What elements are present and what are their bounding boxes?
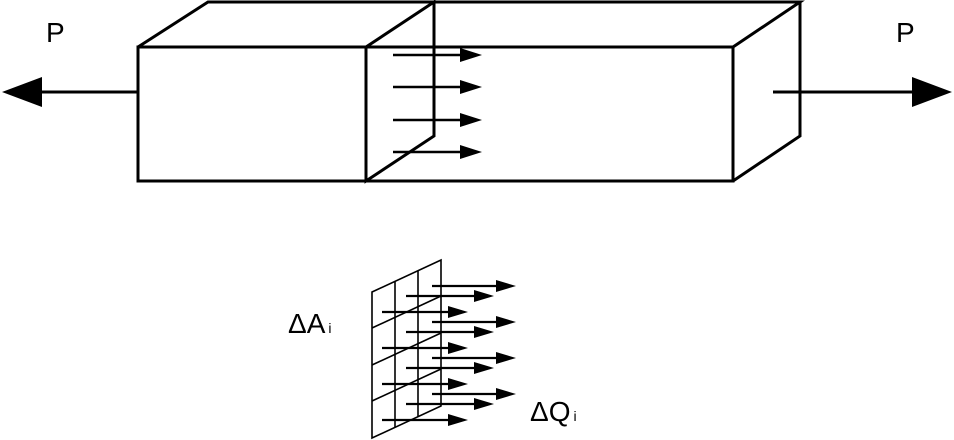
elemental-force-arrow-head bbox=[448, 378, 468, 390]
elemental-force-arrow-head bbox=[496, 316, 516, 328]
bar-right-face bbox=[732, 2, 802, 183]
stress-arrow-head bbox=[460, 145, 482, 159]
force-label-right: P bbox=[896, 17, 915, 48]
elemental-force-arrows bbox=[382, 280, 516, 426]
force-arrow-left-head bbox=[2, 77, 42, 107]
force-arrow-right-head bbox=[912, 77, 952, 107]
elemental-force-arrow-head bbox=[474, 398, 494, 410]
elemental-force-arrow-head bbox=[496, 280, 516, 292]
elemental-force-arrow-head bbox=[496, 352, 516, 364]
internal-stress-arrows bbox=[393, 48, 482, 159]
elemental-force-arrow-head bbox=[448, 414, 468, 426]
force-element-subscript: i bbox=[573, 408, 576, 424]
force-element-symbol: ΔQ bbox=[530, 396, 570, 427]
elemental-force-arrow-head bbox=[448, 306, 468, 318]
stress-arrow-head bbox=[460, 48, 482, 62]
force-arrow-right bbox=[773, 77, 952, 107]
force-label-left: P bbox=[46, 17, 65, 48]
stress-arrow-head bbox=[460, 113, 482, 127]
elemental-force-arrow-head bbox=[496, 388, 516, 400]
area-element-symbol: ΔA bbox=[288, 308, 326, 339]
force-arrow-left bbox=[2, 77, 138, 107]
elemental-force-arrow-head bbox=[474, 326, 494, 338]
grid-outline bbox=[371, 258, 442, 440]
section-plane-outline bbox=[364, 0, 436, 184]
bar-top-face bbox=[137, 0, 805, 49]
stress-arrow-head bbox=[460, 80, 482, 94]
elemental-force-arrow-head bbox=[474, 290, 494, 302]
elemental-force-arrow-head bbox=[448, 342, 468, 354]
area-element-subscript: i bbox=[328, 320, 331, 336]
cutting-plane bbox=[364, 0, 436, 184]
elemental-force-arrow-head bbox=[474, 362, 494, 374]
